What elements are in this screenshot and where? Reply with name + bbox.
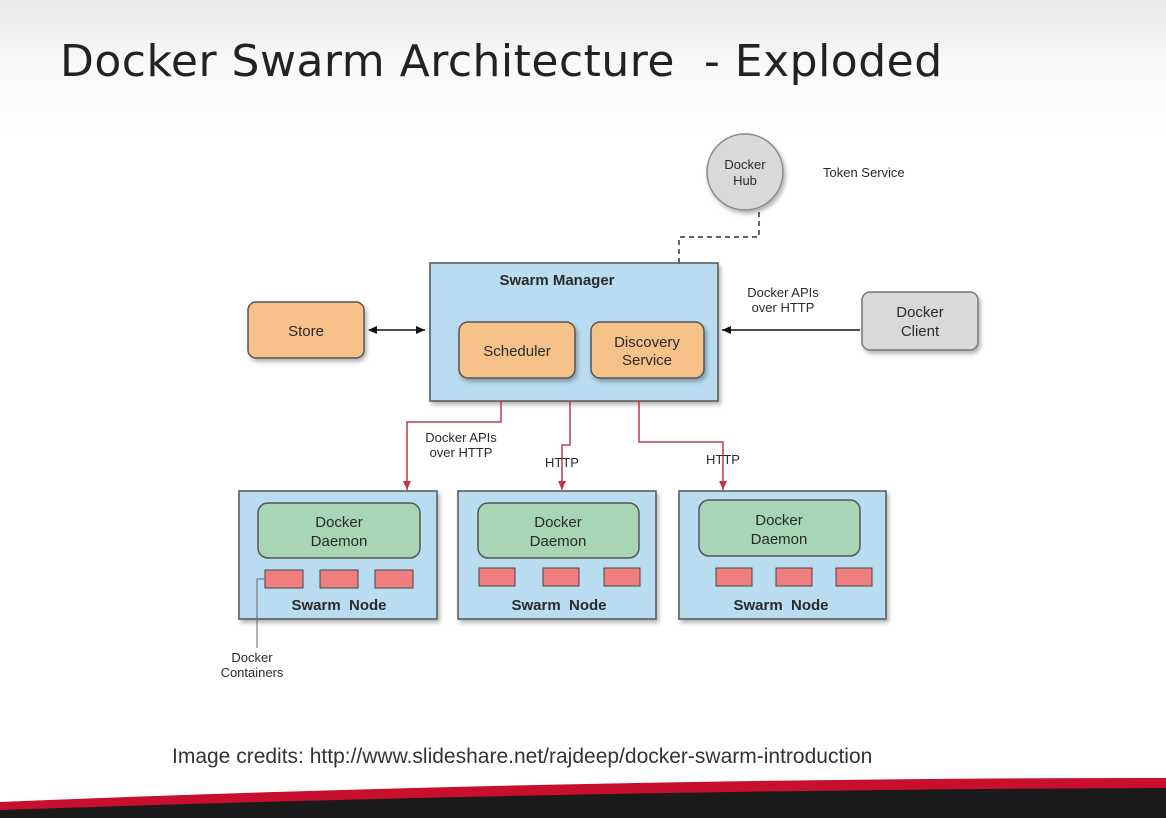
scheduler-box: Scheduler [458,321,576,379]
swarm-node-2: Docker Daemon Swarm Node [457,490,657,620]
slide-title: Docker Swarm Architecture - Exploded [60,36,943,87]
http-label-node3: HTTP [706,452,740,467]
swarm-manager-title: Swarm Manager [499,272,614,289]
architecture-diagram: Docker Hub Token Service Swarm Manager S… [221,133,979,680]
swarm-manager-box: Swarm Manager Scheduler Discovery Servic… [429,262,719,402]
node-apis-label-line2: over HTTP [430,445,493,460]
container-block [775,567,813,587]
container-block [319,569,359,589]
containers-label-line2: Containers [221,665,284,680]
swarm-node-3: Docker Daemon Swarm Node [678,490,887,620]
swarm-node-label: Swarm Node [291,597,386,614]
token-service-label: Token Service [823,165,905,180]
manager-node1-connector [403,401,502,490]
docker-daemon-label-line1: Docker [755,512,803,529]
client-apis-label-line2: over HTTP [752,300,815,315]
node-apis-label-line1: Docker APIs [425,430,497,445]
container-block [374,569,414,589]
docker-hub-label-line2: Hub [733,173,757,188]
client-apis-label-line1: Docker APIs [747,285,819,300]
docker-daemon-label-line2: Daemon [530,533,587,550]
container-block [715,567,753,587]
docker-client-label-line1: Docker [896,304,944,321]
docker-daemon-label-line1: Docker [315,514,363,531]
store-box: Store [247,301,365,359]
discovery-label-line2: Service [622,352,672,369]
swarm-node-label: Swarm Node [733,597,828,614]
container-block [603,567,641,587]
docker-daemon-label-line1: Docker [534,514,582,531]
container-block [264,569,304,589]
docker-client-label-line2: Client [901,323,940,340]
container-block [478,567,516,587]
container-block [542,567,580,587]
docker-daemon-label-line2: Daemon [311,533,368,550]
container-block [835,567,873,587]
docker-hub-label-line1: Docker [724,157,766,172]
discovery-service-box: Discovery Service [590,321,705,379]
swarm-node-1: Docker Daemon Swarm Node [238,490,438,620]
swarm-node-label: Swarm Node [511,597,606,614]
docker-client-box: Docker Client [861,291,979,351]
hub-connector-dashed [678,212,760,263]
docker-hub-node: Docker Hub [706,133,784,211]
http-label-node2: HTTP [545,455,579,470]
docker-daemon-label-line2: Daemon [751,531,808,548]
footer-swoosh [0,772,1166,818]
scheduler-label: Scheduler [483,343,551,360]
image-credits: Image credits: http://www.slideshare.net… [172,745,873,768]
manager-node3-connector [638,401,727,490]
manager-node2-connector [558,401,571,490]
store-label: Store [288,323,324,340]
discovery-label-line1: Discovery [614,334,680,351]
containers-callout-line [256,578,265,648]
containers-label-line1: Docker [231,650,273,665]
